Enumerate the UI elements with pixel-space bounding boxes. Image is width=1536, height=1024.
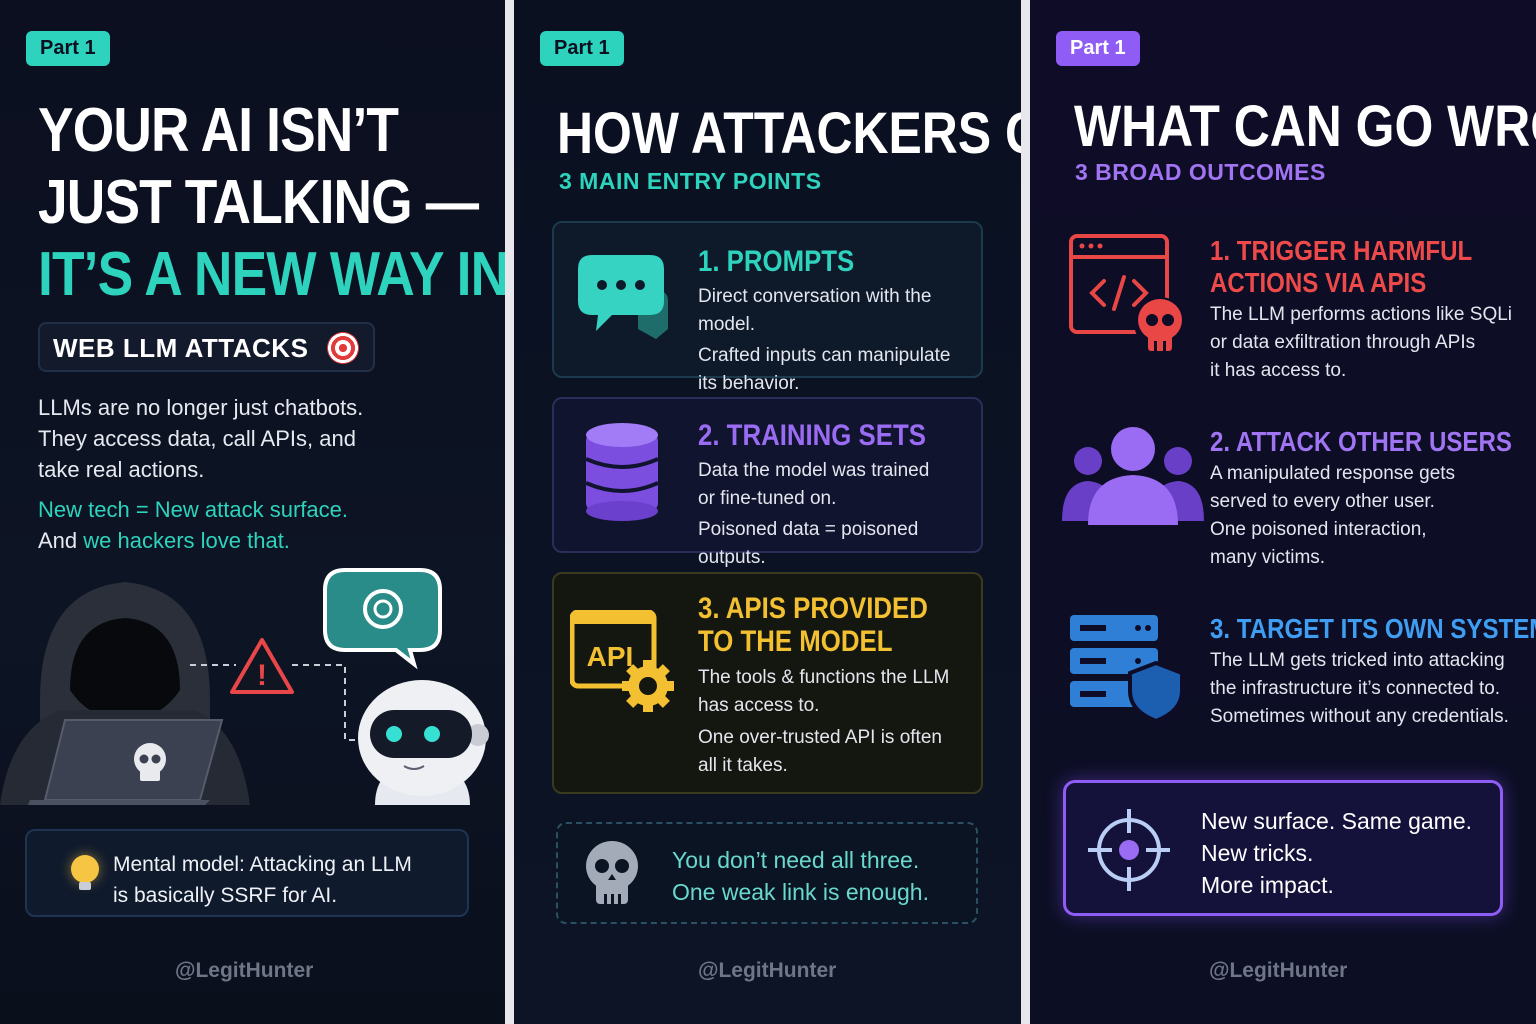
part-badge: Part 1: [1056, 31, 1140, 66]
mental-line: is basically SSRF for AI.: [113, 884, 338, 907]
card-line: Direct conversation with the model.: [698, 286, 932, 335]
card-title: 1. PROMPTS: [698, 245, 855, 278]
panel-outcomes: Part 1 WHAT CAN GO WRONG? 3 BROAD OUTCOM…: [1030, 0, 1536, 1024]
summary-line: New tricks.: [1201, 840, 1314, 866]
weak-link-text: You don’t need all three. One weak link …: [672, 844, 929, 908]
outcome-body: A manipulated response gets served to ev…: [1210, 460, 1536, 572]
panel-subtitle: 3 MAIN ENTRY POINTS: [559, 168, 822, 194]
topic-tag-label: WEB LLM ATTACKS: [53, 333, 309, 363]
card-line: has access to.: [698, 695, 820, 716]
api-icon-label: API: [587, 641, 634, 672]
weak-link-line: You don’t need all three.: [672, 847, 920, 873]
outcome-line: it has access to.: [1210, 360, 1347, 381]
laptop: [28, 719, 224, 805]
outcome-item-other-users: 2. ATTACK OTHER USERS A manipulated resp…: [1210, 426, 1536, 572]
dashed-connection: [190, 664, 362, 741]
tech-line-2-highlight: we hackers love that.: [83, 528, 290, 553]
card-line: One over-trusted API is often: [698, 727, 942, 748]
outcome-item-own-system: 3. TARGET ITS OWN SYSTEM The LLM gets tr…: [1210, 613, 1536, 731]
lightbulb-icon: [71, 855, 99, 890]
card-body: Data the model was trained or fine-tuned…: [698, 457, 981, 572]
card-line: Poisoned data = poisoned outputs.: [698, 519, 919, 568]
card-line: or fine-tuned on.: [698, 488, 837, 509]
outcome-line: One poisoned interaction,: [1210, 519, 1427, 540]
intro-line: take real actions.: [38, 457, 205, 482]
crosshair-icon: [1088, 809, 1170, 891]
warning-symbol: !: [257, 659, 267, 692]
author-handle: @LegitHunter: [175, 959, 314, 982]
api-gear-icon: API: [570, 610, 674, 712]
hacker-vs-robot-illustration: !: [0, 568, 489, 805]
tech-line-2-prefix: And: [38, 528, 84, 553]
card-line: its behavior.: [698, 373, 800, 394]
outcome-body: The LLM performs actions like SQLi or da…: [1210, 301, 1515, 385]
weak-link-callout: You don’t need all three. One weak link …: [556, 822, 978, 924]
warning-icon: !: [230, 638, 294, 694]
database-icon: [586, 423, 658, 521]
tech-line-2: And we hackers love that.: [38, 525, 348, 556]
mental-model-callout: Mental model: Attacking an LLM is basica…: [25, 829, 469, 917]
summary-text: New surface. Same game. New tricks. More…: [1201, 805, 1472, 901]
outcome-title: 1. TRIGGER HARMFUL: [1210, 235, 1473, 266]
outcome-title: ACTIONS VIA APIS: [1210, 267, 1427, 298]
weak-link-line: One weak link is enough.: [672, 879, 929, 905]
outcome-line: the infrastructure it’s connected to.: [1210, 678, 1501, 699]
panel-entry-points: Part 1 HOW ATTACKERS GET IN 3 MAIN ENTRY…: [514, 0, 1021, 1024]
outcome-title: 3. TARGET ITS OWN SYSTEM: [1210, 613, 1536, 644]
chat-bubble-icon: [323, 568, 442, 670]
panel-title: HOW ATTACKERS GET IN: [557, 101, 1021, 166]
outcome-line: or data exfiltration through APIs: [1210, 332, 1476, 353]
summary-line: New surface. Same game.: [1201, 808, 1473, 834]
mental-model-text: Mental model: Attacking an LLM is basica…: [113, 849, 412, 911]
panel-intro: Part 1 YOUR AI ISN’T JUST TALKING — IT’S…: [0, 0, 505, 1024]
entry-card-apis: API 3. APIS PROVIDED TO THE MODEL The to…: [552, 572, 983, 794]
outcome-title: 2. ATTACK OTHER USERS: [1210, 426, 1512, 457]
card-line: all it takes.: [698, 755, 788, 776]
card-title: 2. TRAINING SETS: [698, 419, 926, 452]
outcome-line: served to every other user.: [1210, 491, 1435, 512]
part-badge: Part 1: [26, 31, 110, 66]
summary-line: More impact.: [1201, 872, 1334, 898]
outcome-line: many victims.: [1210, 547, 1326, 568]
card-title: TO THE MODEL: [698, 625, 893, 658]
skull-icon: [134, 743, 166, 781]
author-handle: @LegitHunter: [1209, 959, 1348, 982]
intro-line: They access data, call APIs, and: [38, 426, 356, 451]
title-line-2: JUST TALKING —: [38, 168, 479, 237]
card-body: The tools & functions the LLM has access…: [698, 664, 949, 780]
robot-figure: [358, 680, 489, 805]
card-line: The tools & functions the LLM: [698, 667, 950, 688]
outcome-line: The LLM performs actions like SQLi: [1210, 304, 1513, 325]
part-badge: Part 1: [540, 31, 624, 66]
outcome-line: A manipulated response gets: [1210, 463, 1456, 484]
card-line: Crafted inputs can manipulate: [698, 345, 951, 366]
outcome-body: The LLM gets tricked into attacking the …: [1210, 647, 1536, 731]
entry-card-prompts: 1. PROMPTS Direct conversation with the …: [552, 221, 983, 394]
panel-title: WHAT CAN GO WRONG?: [1074, 94, 1536, 159]
summary-callout: New surface. Same game. New tricks. More…: [1063, 780, 1503, 916]
card-body: Direct conversation with the model. Craf…: [698, 283, 981, 398]
server-shield-icon: [1070, 615, 1184, 723]
outcome-line: The LLM gets tricked into attacking: [1210, 650, 1505, 671]
mental-line: Mental model: Attacking an LLM: [113, 853, 412, 876]
topic-tag: WEB LLM ATTACKS: [38, 322, 375, 372]
skull-icon: [586, 841, 638, 904]
entry-card-training-sets: 2. TRAINING SETS Data the model was trai…: [552, 397, 983, 568]
intro-body: LLMs are no longer just chatbots. They a…: [38, 392, 363, 485]
users-icon: [1062, 427, 1204, 525]
tech-statement: New tech = New attack surface. And we ha…: [38, 494, 348, 556]
target-icon: [327, 332, 359, 364]
tech-line-1: New tech = New attack surface.: [38, 497, 348, 522]
title-line-1: YOUR AI ISN’T: [38, 96, 399, 165]
intro-line: LLMs are no longer just chatbots.: [38, 395, 364, 420]
author-handle: @LegitHunter: [698, 959, 837, 982]
title-line-3: IT’S A NEW WAY IN: [38, 240, 505, 309]
outcome-item-harmful-actions: 1. TRIGGER HARMFUL ACTIONS VIA APIS The …: [1210, 235, 1515, 385]
code-window-skull-icon: [1069, 234, 1186, 351]
chat-icon: [578, 255, 668, 339]
card-title: 3. APIS PROVIDED: [698, 592, 928, 625]
panel-subtitle: 3 BROAD OUTCOMES: [1075, 159, 1326, 185]
card-line: Data the model was trained: [698, 460, 930, 481]
outcome-line: Sometimes without any credentials.: [1210, 706, 1509, 727]
